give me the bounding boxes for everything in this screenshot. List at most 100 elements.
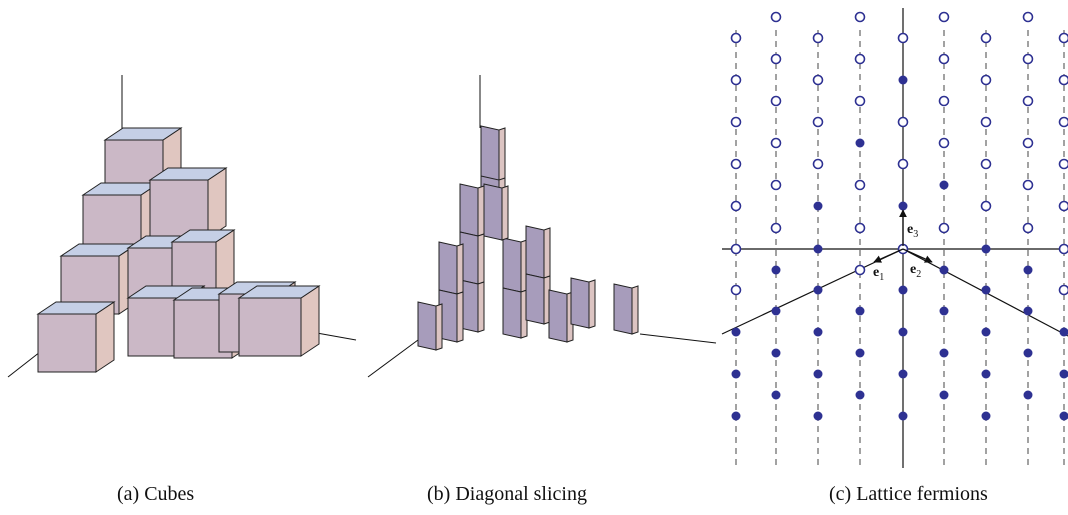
- cube-face-top: [103, 127, 183, 141]
- cube-face-top: [170, 229, 236, 243]
- lattice-site-filled: [855, 306, 865, 316]
- slice-edge: [477, 233, 485, 285]
- slice-face: [548, 289, 568, 343]
- axis-right: [639, 333, 717, 344]
- lattice-site-empty: [770, 222, 782, 234]
- slice-edge: [588, 279, 596, 329]
- lattice-site-filled: [813, 327, 823, 337]
- lattice-site-empty: [1058, 116, 1068, 128]
- lattice-site-filled: [771, 306, 781, 316]
- e1-arrow: [873, 248, 904, 263]
- lattice-site-empty: [812, 74, 824, 86]
- caption-b: (b) Diagonal slicing: [427, 483, 587, 505]
- axis-left: [7, 351, 41, 378]
- lattice-site-filled: [1023, 265, 1033, 275]
- lattice-site-empty: [854, 264, 866, 276]
- lattice-site-empty: [1022, 137, 1034, 149]
- lattice-site-filled: [813, 411, 823, 421]
- e1-label: e1: [873, 265, 884, 283]
- slice-edge: [543, 227, 551, 279]
- lattice-site-empty: [980, 158, 992, 170]
- lattice-site-filled: [731, 369, 741, 379]
- lattice-site-empty: [1022, 11, 1034, 23]
- lattice-site-filled: [981, 244, 991, 254]
- lattice-site-filled: [855, 348, 865, 358]
- slice-face: [525, 225, 545, 279]
- lattice-site-empty: [1022, 95, 1034, 107]
- panel-cubes: [7, 75, 357, 378]
- lattice-site-empty: [730, 200, 742, 212]
- axis-left: [367, 339, 419, 378]
- lattice-site-empty: [1058, 200, 1068, 212]
- lattice-site-empty: [730, 116, 742, 128]
- lattice-site-empty: [1022, 222, 1034, 234]
- lattice-site-filled: [813, 244, 823, 254]
- lattice-site-empty: [730, 32, 742, 44]
- lattice-site-empty: [770, 53, 782, 65]
- lattice-particles: [730, 11, 1068, 421]
- lattice-site-empty: [938, 95, 950, 107]
- lattice-site-filled: [1023, 348, 1033, 358]
- e2-label: e2: [910, 262, 921, 280]
- lattice-site-filled: [898, 285, 908, 295]
- lattice-site-empty: [938, 53, 950, 65]
- lattice-site-empty: [730, 284, 742, 296]
- lattice-site-filled: [939, 265, 949, 275]
- lattice-site-filled: [939, 390, 949, 400]
- lattice-site-filled: [981, 285, 991, 295]
- slice-edge: [477, 281, 485, 333]
- lattice-site-filled: [981, 369, 991, 379]
- slice-face: [438, 241, 458, 295]
- cube-stack-group: [36, 127, 321, 373]
- lattice-site-filled: [1059, 369, 1068, 379]
- lattice-site-filled: [898, 75, 908, 85]
- lattice-site-filled: [939, 306, 949, 316]
- lattice-site-filled: [813, 369, 823, 379]
- slice-face: [613, 283, 633, 335]
- lattice-site-filled: [771, 390, 781, 400]
- lattice-site-empty: [854, 11, 866, 23]
- slice-edge: [498, 127, 506, 187]
- lattice-site-empty: [1058, 32, 1068, 44]
- slice-edge: [501, 185, 509, 241]
- lattice-site-empty: [938, 222, 950, 234]
- slice-edge: [477, 185, 485, 237]
- lattice-site-filled: [813, 285, 823, 295]
- lattice-site-filled: [898, 327, 908, 337]
- cube-face-top: [237, 285, 321, 299]
- lattice-site-empty: [1058, 284, 1068, 296]
- lattice-site-empty: [812, 116, 824, 128]
- lattice-site-filled: [981, 327, 991, 337]
- slice-edge: [631, 285, 639, 335]
- panel-diagonal-slicing: [367, 75, 717, 378]
- slice-face: [459, 183, 479, 237]
- slice-face: [502, 287, 522, 339]
- lattice-site-empty: [854, 53, 866, 65]
- panel-lattice-fermions: e3 e1 e2: [721, 8, 1068, 470]
- cube-face-front: [238, 297, 302, 357]
- axis-diagonal-left: [721, 248, 904, 335]
- lattice-site-filled: [898, 201, 908, 211]
- cube-face-front: [149, 179, 209, 239]
- lattice-site-empty: [980, 74, 992, 86]
- slice-edge: [456, 291, 464, 343]
- lattice-site-empty: [1058, 243, 1068, 255]
- lattice-site-filled: [1023, 390, 1033, 400]
- slice-face: [525, 273, 545, 325]
- slice-face: [502, 237, 522, 293]
- lattice-site-empty: [812, 158, 824, 170]
- e2-arrow: [902, 248, 933, 263]
- lattice-site-filled: [855, 138, 865, 148]
- lattice-site-filled: [939, 180, 949, 190]
- lattice-site-empty: [897, 32, 909, 44]
- lattice-site-empty: [730, 243, 742, 255]
- lattice-site-empty: [980, 32, 992, 44]
- lattice-site-empty: [854, 179, 866, 191]
- slice-edge: [435, 303, 443, 351]
- lattice-site-empty: [770, 11, 782, 23]
- lattice-site-filled: [771, 265, 781, 275]
- cube-face-top: [148, 167, 228, 181]
- lattice-site-filled: [981, 411, 991, 421]
- cube-face-top: [36, 301, 116, 315]
